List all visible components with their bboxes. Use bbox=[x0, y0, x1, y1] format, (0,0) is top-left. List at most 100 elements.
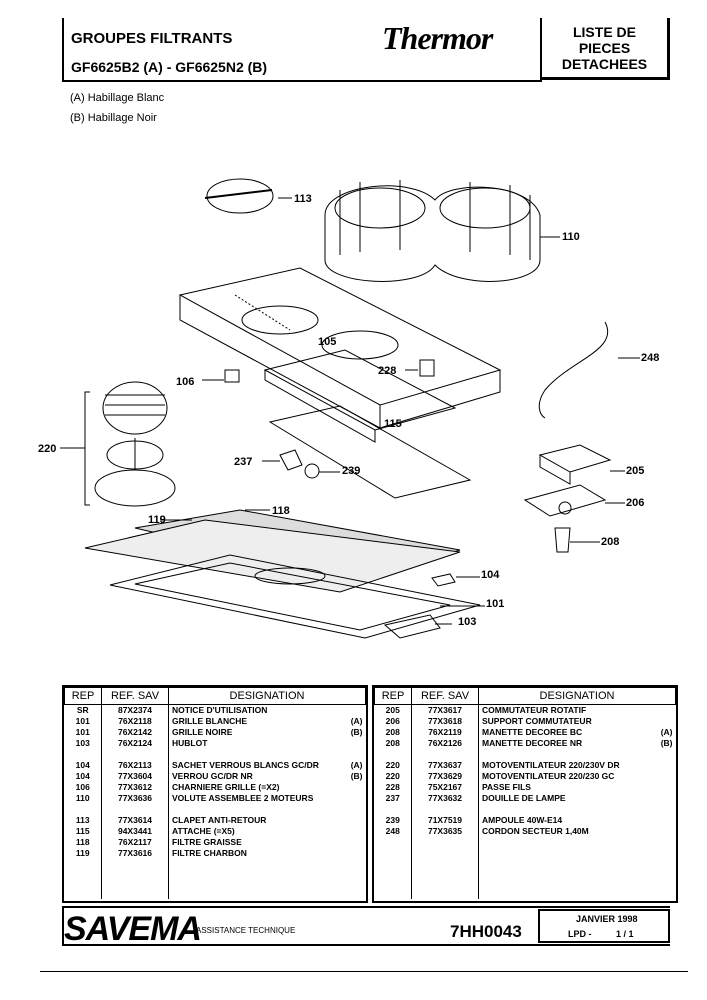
company-subtitle: ASSISTANCE TECHNIQUE bbox=[196, 926, 296, 935]
designation-cell: FILTRE GRAISSE bbox=[172, 837, 242, 847]
designation-cell: CHARNIERE GRILLE (=X2) bbox=[172, 782, 280, 792]
callout-104: 104 bbox=[481, 569, 500, 581]
rep-cell bbox=[374, 848, 412, 859]
ref-sav-cell: 94X3441 bbox=[101, 826, 169, 837]
variant-cell bbox=[654, 815, 676, 826]
variant-cell: (A) bbox=[350, 716, 363, 726]
callout-118: 118 bbox=[272, 505, 290, 517]
ref-sav-cell: 77X3612 bbox=[101, 782, 169, 793]
volute-part bbox=[324, 180, 560, 282]
variant-cell bbox=[345, 815, 366, 826]
designation-cell: NOTICE D'UTILISATION bbox=[172, 705, 268, 715]
rep-cell: 113 bbox=[64, 815, 102, 826]
hood-body-part bbox=[178, 267, 502, 429]
ref-sav-cell bbox=[411, 837, 479, 848]
rep-cell: 208 bbox=[374, 738, 412, 749]
variant-cell bbox=[654, 771, 676, 782]
variant-cell bbox=[654, 760, 676, 771]
designation-cell: MOTOVENTILATEUR 220/230V DR bbox=[482, 760, 620, 770]
designation-cell bbox=[479, 837, 654, 848]
grille-parts bbox=[109, 554, 485, 639]
designation-cell: AMPOULE 40W-E14 bbox=[482, 815, 563, 825]
product-family-title: GROUPES FILTRANTS bbox=[71, 30, 233, 47]
variant-cell bbox=[345, 793, 366, 804]
variant-cell bbox=[345, 804, 366, 815]
designation-cell: GRILLE NOIRE bbox=[172, 727, 233, 737]
designation-cell: DOUILLE DE LAMPE bbox=[482, 793, 566, 803]
designation-cell: VOLUTE ASSEMBLEE 2 MOTEURS bbox=[172, 793, 314, 803]
designation-cell bbox=[169, 749, 346, 760]
check-valve-part bbox=[204, 178, 292, 214]
rep-cell: 228 bbox=[374, 782, 412, 793]
document-type-box: LISTE DE PIECES DETACHEES bbox=[540, 18, 670, 80]
table-row bbox=[374, 848, 676, 859]
ref-sav-cell: 76X2119 bbox=[411, 727, 479, 738]
ref-sav-cell bbox=[101, 749, 169, 760]
variant-cell bbox=[345, 705, 366, 717]
callout-237: 237 bbox=[234, 456, 253, 468]
variant-cell bbox=[654, 804, 676, 815]
note-finish-b: (B) Habillage Noir bbox=[70, 112, 157, 124]
ref-sav-cell: 77X3629 bbox=[411, 771, 479, 782]
ref-sav-cell: 77X3616 bbox=[101, 848, 169, 859]
issue-date: JANVIER 1998 bbox=[576, 914, 638, 924]
table-row bbox=[374, 804, 676, 815]
variant-cell bbox=[654, 705, 676, 717]
callout-228: 228 bbox=[378, 365, 397, 377]
designation-cell: PASSE FILS bbox=[482, 782, 531, 792]
designation-cell: CORDON SECTEUR 1,40M bbox=[482, 826, 589, 836]
ref-sav-cell: 76X2117 bbox=[101, 837, 169, 848]
header-ref-sav: REF. SAV bbox=[411, 687, 479, 705]
designation-cell: MANETTE DECOREE NR bbox=[482, 738, 583, 748]
lamp-holder-part bbox=[262, 449, 340, 479]
ref-sav-cell: 87X2374 bbox=[101, 704, 169, 716]
date-box: JANVIER 1998 LPD - 1 / 1 bbox=[538, 909, 670, 943]
brand-logo: Thermor bbox=[382, 20, 493, 56]
designation-cell bbox=[169, 804, 346, 815]
switch-parts bbox=[523, 444, 625, 553]
ref-sav-cell bbox=[101, 804, 169, 815]
document-number: 7HH0043 bbox=[450, 922, 522, 941]
exploded-view-drawing bbox=[60, 178, 640, 639]
designation-cell bbox=[479, 749, 654, 760]
rep-cell: 205 bbox=[374, 704, 412, 716]
variant-cell: (B) bbox=[660, 738, 673, 748]
rep-cell bbox=[64, 749, 102, 760]
callout-208: 208 bbox=[601, 536, 620, 548]
designation-cell bbox=[479, 848, 654, 859]
power-cord-part bbox=[538, 321, 608, 419]
rep-cell bbox=[374, 837, 412, 848]
header-designation: DESIGNATION bbox=[478, 687, 676, 705]
variant-cell bbox=[345, 848, 366, 859]
header-block: GROUPES FILTRANTS GF6625B2 (A) - GF6625N… bbox=[62, 18, 674, 82]
designation-cell: COMMUTATEUR ROTATIF bbox=[482, 705, 587, 715]
table-row bbox=[64, 804, 366, 815]
variant-cell: (B) bbox=[350, 771, 363, 781]
ref-sav-cell: 76X2113 bbox=[101, 760, 169, 771]
rep-cell bbox=[374, 804, 412, 815]
designation-cell: MANETTE DECOREE BC bbox=[482, 727, 583, 737]
table-row bbox=[374, 837, 676, 848]
ref-sav-cell bbox=[411, 749, 479, 760]
ref-sav-cell: 76X2142 bbox=[101, 727, 169, 738]
rep-cell: 101 bbox=[64, 727, 102, 738]
note-finish-a: (A) Habillage Blanc bbox=[70, 92, 165, 104]
rep-cell: 115 bbox=[64, 826, 102, 837]
bottom-rule bbox=[40, 971, 688, 972]
rep-cell: 220 bbox=[374, 760, 412, 771]
rep-cell: 237 bbox=[374, 793, 412, 804]
ref-sav-cell: 75X2167 bbox=[411, 782, 479, 793]
